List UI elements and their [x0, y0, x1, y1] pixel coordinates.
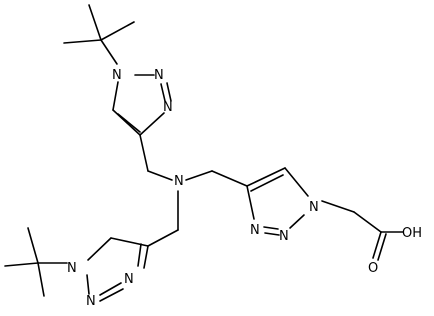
bond [117, 113, 141, 133]
atom-label-n: N [174, 174, 184, 189]
bond [37, 262, 45, 297]
bond [160, 83, 166, 102]
tert-butyl-top [63, 4, 135, 65]
triazole-ring-top [112, 74, 172, 136]
bond [110, 237, 149, 247]
bond [100, 21, 135, 41]
triazole-ring-bottom [86, 237, 149, 302]
bond [4, 262, 39, 267]
bond [143, 245, 149, 269]
bond [372, 231, 382, 259]
atom-label-n: N [309, 200, 319, 215]
atom-labels: N N N N N N N N N N OH O [67, 68, 422, 309]
atom-label-o: O [368, 261, 378, 276]
bond [185, 170, 213, 181]
bond [87, 237, 112, 261]
bond [246, 185, 255, 220]
bond [147, 170, 173, 181]
bond [99, 282, 122, 296]
bond [86, 274, 90, 295]
bond [250, 174, 284, 192]
atom-label-n: N [67, 261, 77, 276]
bond [289, 214, 305, 229]
atom-label-n: N [279, 229, 289, 244]
atom-label-n: N [250, 223, 260, 238]
bond [88, 4, 102, 41]
bond [139, 134, 149, 172]
bond [99, 288, 124, 302]
bond [112, 81, 119, 111]
bond [211, 170, 248, 187]
tert-butyl-bottom [4, 227, 68, 297]
bond [353, 211, 382, 233]
bond [264, 232, 280, 236]
acetic-acid-group [321, 200, 404, 261]
bond [321, 200, 355, 213]
atom-label-oh: OH [402, 226, 422, 241]
bond [27, 227, 39, 264]
bond [63, 39, 102, 44]
bond [137, 243, 142, 267]
bond [284, 167, 309, 197]
bond [263, 226, 279, 230]
atom-label-n: N [163, 100, 173, 115]
bond [100, 39, 118, 65]
bond [377, 233, 387, 261]
bond [166, 82, 172, 102]
atom-label-n: N [154, 68, 164, 83]
amine-linkers [139, 134, 248, 247]
atom-label-n: N [112, 68, 122, 83]
atom-label-n: N [124, 272, 134, 287]
bond [147, 229, 179, 247]
bond [246, 167, 286, 187]
bond [139, 112, 165, 136]
triazole-ring-right [246, 167, 309, 236]
bond [112, 109, 141, 136]
atom-label-n: N [86, 294, 96, 309]
